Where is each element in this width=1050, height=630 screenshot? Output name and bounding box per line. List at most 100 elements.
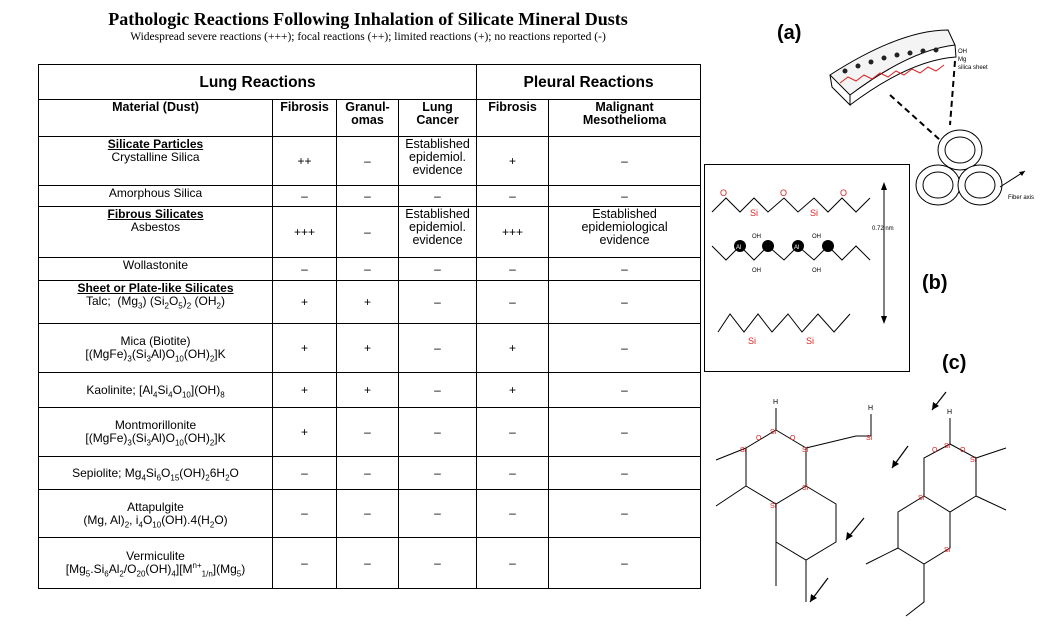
reaction-cell: + — [336, 323, 399, 373]
table-row: Silicate Particles Crystalline Silica ++… — [38, 136, 702, 186]
reaction-cell: – — [548, 489, 702, 538]
table-row: Sepiolite; Mg4Si6O15(OH)26H2O – – – – – — [38, 456, 702, 490]
reaction-cell: – — [336, 136, 399, 186]
reaction-cell: – — [476, 407, 550, 457]
table-row: Fibrous Silicates Asbestos +++ – Establi… — [38, 206, 702, 258]
reaction-cell: +++ — [476, 206, 550, 258]
panel-c-diagram: Si Si Si Si Si Si Si Si Si Si O O O O H … — [715, 391, 1007, 617]
reaction-cell: – — [336, 489, 399, 538]
material-cell: Wollastonite — [38, 257, 273, 281]
atom-h: H — [868, 405, 873, 412]
reaction-cell: – — [476, 257, 550, 281]
reaction-cell: – — [548, 456, 702, 490]
reaction-cell: – — [336, 257, 399, 281]
reaction-cell: – — [272, 489, 337, 538]
sheet-atoms — [842, 47, 939, 74]
label-mg: Mg — [958, 57, 966, 63]
table-row: Kaolinite; [Al4Si4O10](OH)8 + + – + – — [38, 372, 702, 408]
reaction-cell: – — [397, 257, 478, 281]
atom-si: Si — [810, 208, 818, 218]
atom-o: O — [960, 447, 966, 454]
atom-si: Si — [802, 485, 809, 492]
column-header-row: Material (Dust) Fibrosis Granul-omas Lun… — [38, 99, 702, 137]
atom-oh: OH — [812, 268, 821, 274]
atom-al: Al — [736, 245, 741, 251]
label-oh: OH — [958, 49, 967, 55]
reaction-cell: – — [336, 206, 399, 258]
section-heading: Sheet or Plate-like Silicates — [77, 281, 234, 295]
atom-si: Si — [740, 447, 747, 454]
atom-si: Si — [802, 447, 809, 454]
reaction-cell: + — [272, 323, 337, 373]
panel-label-b: (b) — [922, 272, 948, 294]
reaction-cell: – — [397, 372, 478, 408]
atom-o: O — [840, 188, 847, 198]
atom-o: O — [720, 188, 727, 198]
reaction-cell: + — [272, 407, 337, 457]
col-material: Material (Dust) — [38, 99, 273, 137]
reaction-cell: ++ — [272, 136, 337, 186]
reaction-cell: + — [336, 280, 399, 324]
dimension-label: 0.72 nm — [872, 226, 894, 232]
reaction-cell: – — [548, 372, 702, 408]
atom-si: Si — [970, 457, 977, 464]
group-header-row: Lung Reactions Pleural Reactions — [37, 64, 702, 100]
reaction-cell: – — [272, 185, 337, 207]
atom-oh: OH — [812, 234, 821, 240]
sheet-bonds — [839, 64, 945, 84]
panel-label-a: (a) — [777, 22, 802, 44]
table-row: Attapulgite (Mg, Al)2, i4O10(OH).4(H2O) … — [38, 489, 702, 538]
table-row: Sheet or Plate-like Silicates Talc; (Mg3… — [38, 280, 702, 324]
reaction-cell: + — [476, 323, 550, 373]
reaction-cell: – — [548, 537, 702, 589]
reaction-cell: – — [548, 185, 702, 207]
reaction-cell: – — [548, 407, 702, 457]
atom-o: O — [780, 188, 787, 198]
atom-oh: OH — [752, 234, 761, 240]
reaction-cell: + — [476, 372, 550, 408]
reaction-cell: – — [397, 537, 478, 589]
atom-h: H — [773, 399, 778, 406]
atom-si: Si — [750, 208, 758, 218]
material-cell: Amorphous Silica — [38, 185, 273, 207]
reaction-cell: +++ — [272, 206, 337, 258]
reaction-cell: + — [476, 136, 550, 186]
reaction-cell: – — [397, 185, 478, 207]
atom-h: H — [947, 409, 952, 416]
material-cell: Attapulgite (Mg, Al)2, i4O10(OH).4(H2O) — [38, 489, 273, 538]
reaction-cell: + — [336, 372, 399, 408]
atom-si: Si — [944, 547, 951, 554]
material-cell: Fibrous Silicates Asbestos — [38, 206, 273, 258]
table-row: Mica (Biotite) [(MgFe)3(Si3Al)O10(OH)2]K… — [38, 323, 702, 373]
sheet-outline — [829, 29, 956, 96]
col-pleural-fibrosis: Fibrosis — [476, 99, 550, 137]
reaction-cell: – — [397, 280, 478, 324]
table-row: Vermiculite [Mg5.Si6Al2/O20(OH)4][Mn+1/n… — [38, 537, 702, 589]
reaction-cell: + — [272, 280, 337, 324]
atom-al: Al — [794, 245, 799, 251]
panel-label-c: (c) — [942, 352, 967, 374]
atom-si: Si — [770, 503, 777, 510]
al-atoms — [734, 240, 834, 252]
reaction-cell: – — [336, 407, 399, 457]
atom-si: Si — [918, 495, 925, 502]
reaction-cell: – — [336, 456, 399, 490]
reaction-cell: + — [272, 372, 337, 408]
reaction-cell: – — [476, 185, 550, 207]
tube-bundle — [915, 129, 1003, 206]
reaction-cell: – — [548, 136, 702, 186]
table-row: Montmorillonite [(MgFe)3(Si3Al)O10(OH)2]… — [38, 407, 702, 457]
material-cell: Kaolinite; [Al4Si4O10](OH)8 — [38, 372, 273, 408]
atom-o: O — [932, 447, 938, 454]
atom-si: Si — [806, 336, 814, 346]
col-lung-fibrosis: Fibrosis — [272, 99, 337, 137]
reaction-cell: – — [548, 280, 702, 324]
atom-si: Si — [866, 435, 873, 442]
page-subtitle: Widespread severe reactions (+++); focal… — [130, 31, 606, 43]
atom-si: Si — [748, 336, 756, 346]
reaction-cell: – — [548, 257, 702, 281]
reaction-cell: – — [476, 280, 550, 324]
